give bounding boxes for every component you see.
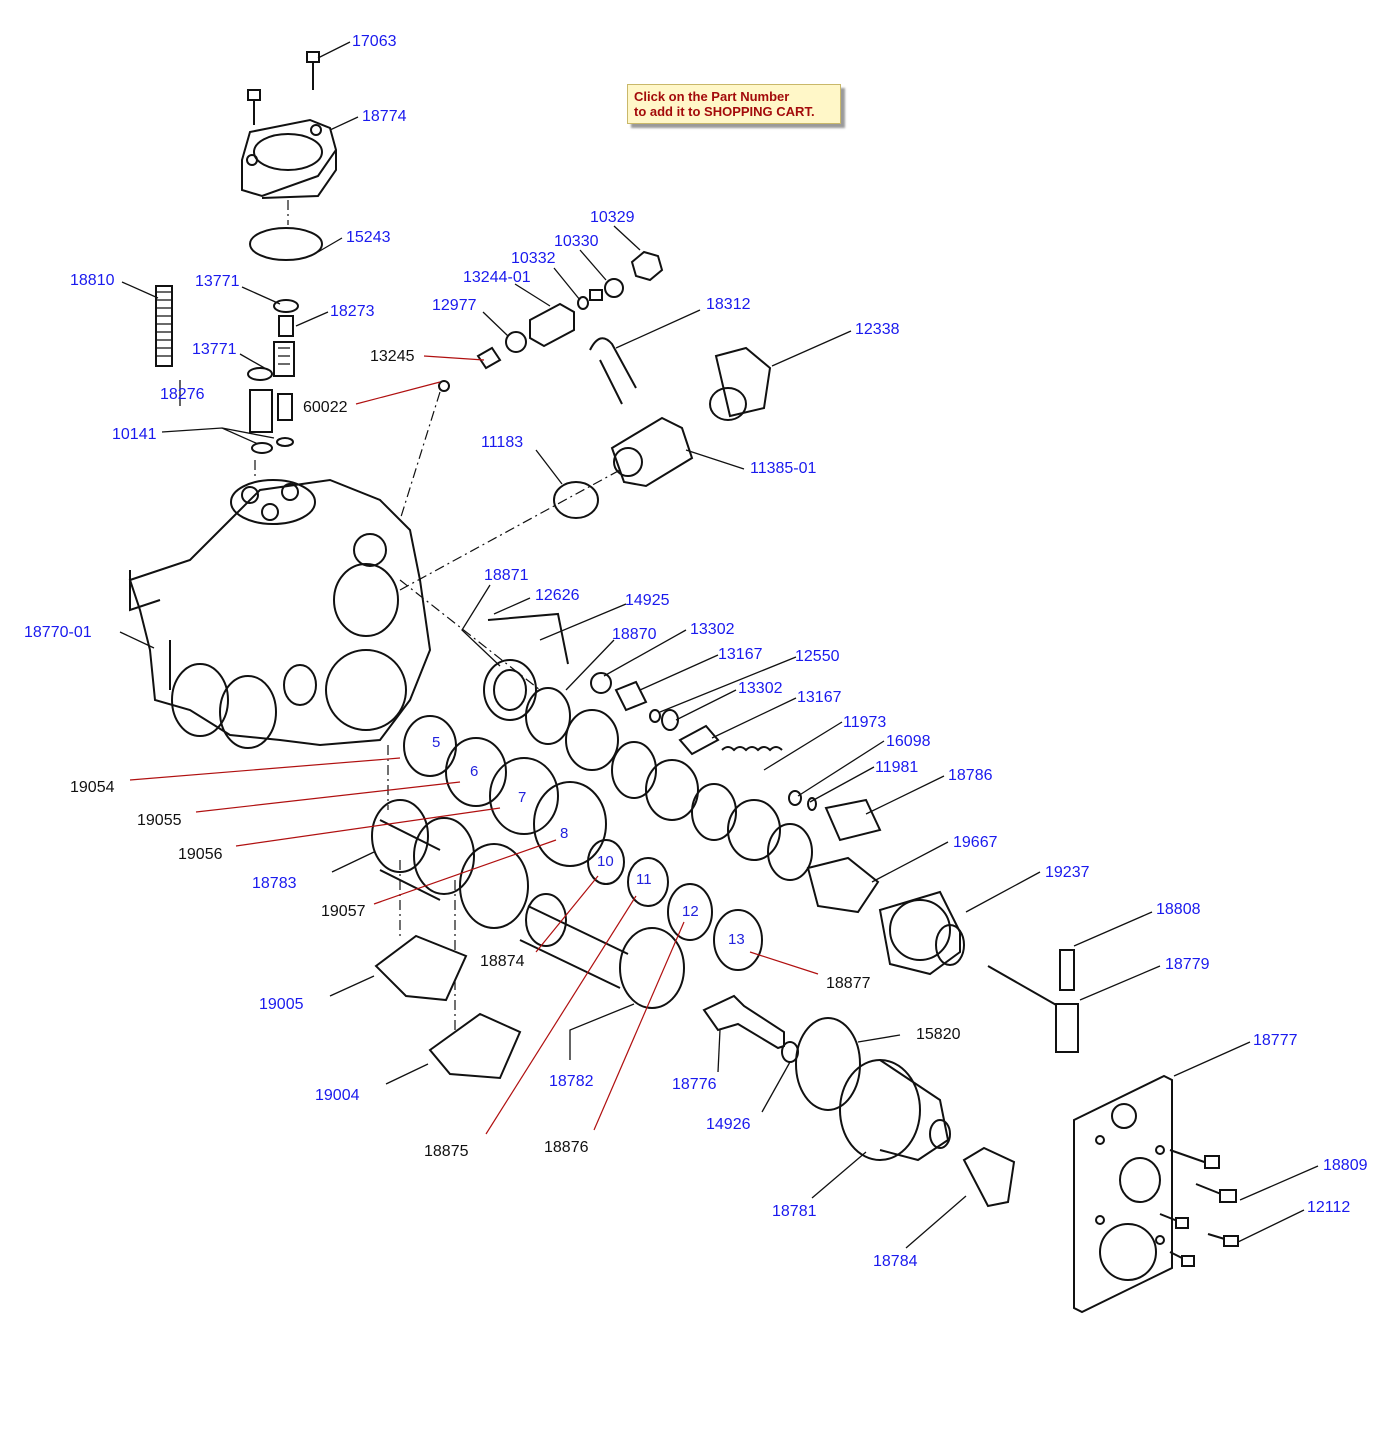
ring-set-drawing — [403, 715, 763, 971]
part-link-18870[interactable]: 18870 — [612, 626, 657, 643]
part-link-18273[interactable]: 18273 — [330, 303, 375, 320]
plate-18777-drawing — [1073, 1074, 1173, 1314]
red-leader-lines — [129, 355, 819, 1135]
part-link-19004[interactable]: 19004 — [315, 1087, 360, 1104]
notice-line-2: to add it to SHOPPING CART. — [634, 104, 815, 119]
ring-number: 8 — [560, 825, 568, 842]
cylinder-drawing — [371, 799, 685, 1009]
part-number-plain: 13245 60022 19054 19055 19056 19057 1887… — [70, 348, 961, 1160]
part-link-18809[interactable]: 18809 — [1323, 1157, 1368, 1174]
part-link-13302[interactable]: 13302 — [738, 680, 783, 697]
shopping-cart-notice: Click on the Part Number to add it to SH… — [627, 84, 841, 124]
part-link-18784[interactable]: 18784 — [873, 1253, 918, 1270]
shaft-18776-drawing — [702, 994, 799, 1063]
part-link-12626[interactable]: 12626 — [535, 587, 580, 604]
part-link-12112[interactable]: 12112 — [1307, 1199, 1350, 1216]
stud-18810-drawing — [155, 285, 173, 367]
part-link-10330[interactable]: 10330 — [554, 233, 599, 250]
part-link-18770-01[interactable]: 18770-01 — [24, 624, 92, 641]
part-link-18782[interactable]: 18782 — [549, 1073, 594, 1090]
ring-number: 13 — [728, 931, 745, 948]
valve-stack-drawing — [247, 299, 299, 454]
part-label-18877: 18877 — [826, 975, 871, 992]
part-link-18779[interactable]: 18779 — [1165, 956, 1210, 973]
ring-number: 10 — [597, 853, 614, 870]
saddle-drawing — [374, 934, 522, 1080]
part-link-14926[interactable]: 14926 — [706, 1116, 751, 1133]
seal-stack-drawing — [483, 612, 965, 976]
housing-18781-drawing — [839, 1059, 951, 1162]
part-label-18876: 18876 — [544, 1139, 589, 1156]
pin-drawing — [987, 949, 1079, 1053]
part-link-18276[interactable]: 18276 — [160, 386, 205, 403]
ring-number: 5 — [432, 734, 440, 751]
part-link-16098[interactable]: 16098 — [886, 733, 931, 750]
part-link-19667[interactable]: 19667 — [953, 834, 998, 851]
ring-number: 11 — [636, 871, 652, 888]
part-label-15820: 15820 — [916, 1026, 961, 1043]
part-link-10141[interactable]: 10141 — [112, 426, 157, 443]
part-link-11385-01[interactable]: 11385-01 — [750, 460, 817, 477]
fitting-cluster-drawing — [438, 250, 772, 519]
manifold-body-drawing — [128, 478, 432, 749]
part-label-19055: 19055 — [137, 812, 182, 829]
bracket-18784-drawing — [962, 1146, 1016, 1208]
part-link-11981[interactable]: 11981 — [875, 759, 918, 776]
ring-number: 7 — [518, 789, 526, 806]
part-link-19005[interactable]: 19005 — [259, 996, 304, 1013]
part-label-19054: 19054 — [70, 779, 115, 796]
part-link-12550[interactable]: 12550 — [795, 648, 840, 665]
part-link-12977[interactable]: 12977 — [432, 297, 477, 314]
gasket-15820-drawing — [795, 1017, 861, 1111]
part-link-13244-01[interactable]: 13244-01 — [463, 269, 531, 286]
part-link-19237[interactable]: 19237 — [1045, 864, 1090, 881]
screw-17063-drawing — [247, 51, 320, 125]
o-ring-15243-drawing — [249, 227, 323, 261]
part-link-18776[interactable]: 18776 — [672, 1076, 717, 1093]
part-link-18810[interactable]: 18810 — [70, 272, 115, 289]
ring-number: 12 — [682, 903, 699, 920]
leader-lines — [119, 41, 1319, 1249]
part-link-11973[interactable]: 11973 — [843, 714, 886, 731]
part-link-10332[interactable]: 10332 — [511, 250, 556, 267]
part-link-18774[interactable]: 18774 — [362, 108, 407, 125]
part-link-17063[interactable]: 17063 — [352, 33, 397, 50]
part-link-18312[interactable]: 18312 — [706, 296, 751, 313]
part-label-19056: 19056 — [178, 846, 223, 863]
part-link-18786[interactable]: 18786 — [948, 767, 993, 784]
part-link-10329[interactable]: 10329 — [590, 209, 635, 226]
part-link-13771[interactable]: 13771 — [195, 273, 240, 290]
part-link-12338[interactable]: 12338 — [855, 321, 900, 338]
part-label-13245: 13245 — [370, 348, 415, 365]
part-label-18874: 18874 — [480, 953, 525, 970]
part-label-60022: 60022 — [303, 399, 348, 416]
part-link-18781[interactable]: 18781 — [772, 1203, 817, 1220]
cover-plate-drawing — [241, 118, 338, 199]
part-link-18808[interactable]: 18808 — [1156, 901, 1201, 918]
notice-line-1: Click on the Part Number — [634, 89, 790, 104]
part-link-18871[interactable]: 18871 — [484, 567, 529, 584]
part-link-13167[interactable]: 13167 — [797, 689, 842, 706]
part-link-13167[interactable]: 13167 — [718, 646, 763, 663]
part-link-13771[interactable]: 13771 — [192, 341, 237, 358]
part-link-18777[interactable]: 18777 — [1253, 1032, 1298, 1049]
part-label-19057: 19057 — [321, 903, 366, 920]
part-link-14925[interactable]: 14925 — [625, 592, 670, 609]
ring-numbers: 5 6 7 8 10 11 12 13 — [432, 734, 745, 948]
part-drawings — [128, 51, 1239, 1314]
part-link-11183[interactable]: 11183 — [481, 434, 523, 451]
part-number-links: 17063 18774 15243 18810 13771 18273 1377… — [24, 33, 1368, 1270]
part-link-13302[interactable]: 13302 — [690, 621, 735, 638]
part-link-18783[interactable]: 18783 — [252, 875, 297, 892]
part-link-15243[interactable]: 15243 — [346, 229, 391, 246]
part-label-18875: 18875 — [424, 1143, 469, 1160]
ring-number: 6 — [470, 763, 478, 780]
bolts-drawing — [1159, 1149, 1239, 1267]
